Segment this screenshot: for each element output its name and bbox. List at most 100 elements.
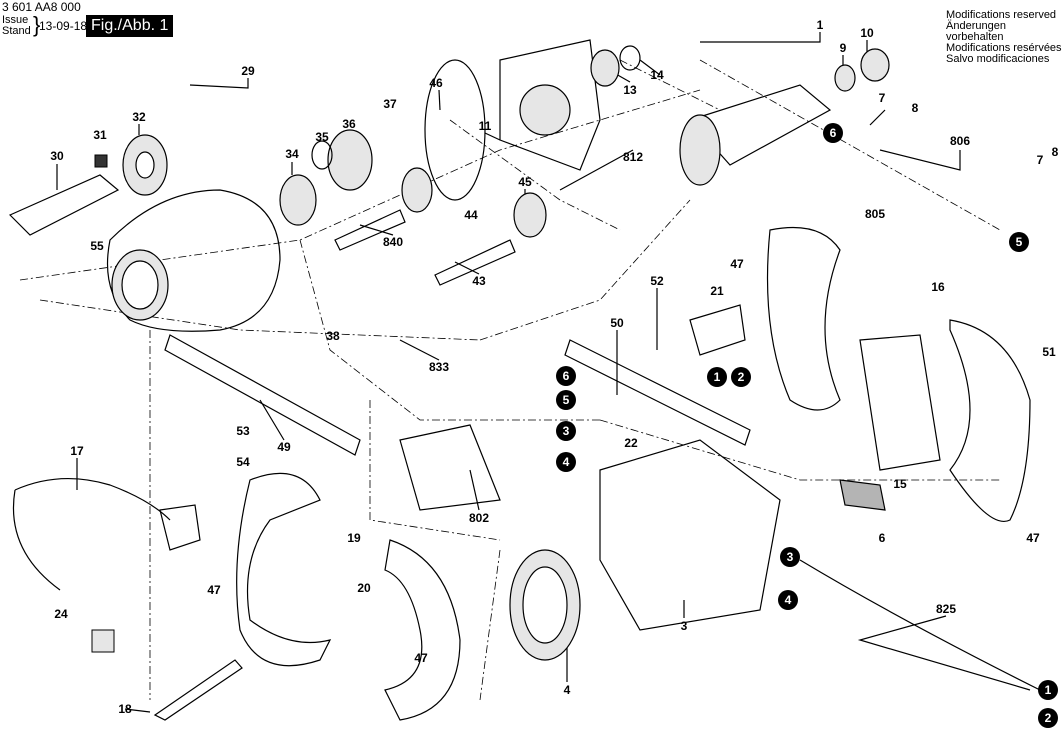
circled-callout-5: 5 <box>1009 232 1029 252</box>
callout-6: 6 <box>878 531 886 545</box>
modifications-notice: Modifications reserved Änderungen vorbeh… <box>946 10 1064 65</box>
callout-16: 16 <box>931 280 945 294</box>
circled-callout-3: 3 <box>780 547 800 567</box>
gear-housing-icon <box>107 189 281 332</box>
callout-19: 19 <box>347 531 361 545</box>
circled-callout-1: 1 <box>707 367 727 387</box>
leader-line <box>639 59 661 76</box>
circled-callout-6: 6 <box>556 366 576 386</box>
callout-46: 46 <box>429 76 443 90</box>
callout-9: 9 <box>839 41 847 55</box>
bearing-bore-icon <box>135 151 155 179</box>
leader-line <box>869 109 886 126</box>
callout-47: 47 <box>1026 531 1040 545</box>
bearing-9-icon <box>834 64 856 92</box>
leader-line <box>124 708 151 713</box>
stator-802-icon <box>399 424 501 511</box>
notice-line: Modifications reserved <box>946 9 1057 21</box>
shaft-43-icon <box>434 239 516 286</box>
housing-bore-icon <box>121 260 159 310</box>
callout-18: 18 <box>118 702 132 716</box>
callout-24: 24 <box>54 607 68 621</box>
callout-17: 17 <box>70 444 84 458</box>
callout-10: 10 <box>860 26 874 40</box>
motor-cover-15-icon <box>859 334 941 471</box>
callout-52: 52 <box>650 274 664 288</box>
leader-line <box>879 149 961 171</box>
gear-840-icon <box>401 167 433 213</box>
issue-date: 13-09-18 <box>39 19 88 33</box>
assembly-line <box>449 119 621 231</box>
callout-47: 47 <box>414 651 428 665</box>
circled-callout-6: 6 <box>823 123 843 143</box>
callout-1: 1 <box>816 18 824 32</box>
ring-bore-icon <box>522 566 568 644</box>
stand-text: Stand <box>2 25 31 37</box>
ring-35-icon <box>311 140 333 170</box>
callout-47: 47 <box>730 257 744 271</box>
callout-51: 51 <box>1042 345 1056 359</box>
callout-15: 15 <box>893 477 907 491</box>
callout-14: 14 <box>650 68 664 82</box>
assembly-line <box>619 59 721 111</box>
connector-24-icon <box>91 629 115 653</box>
callout-43: 43 <box>472 274 486 288</box>
callout-32: 32 <box>132 110 146 124</box>
callout-49: 49 <box>277 440 291 454</box>
circlip-14-icon <box>619 45 641 71</box>
brace: } <box>33 12 41 37</box>
bearing-plate-812-icon <box>499 39 601 171</box>
gear-45-icon <box>513 192 547 238</box>
leader-line <box>700 32 821 43</box>
handle-47-right-icon <box>766 226 841 411</box>
leader-line <box>399 339 440 361</box>
callout-805: 805 <box>864 207 886 221</box>
fan-icon <box>679 114 721 186</box>
tube-50-icon <box>564 339 751 446</box>
leader-line <box>189 78 249 89</box>
tube-49-icon <box>164 334 361 456</box>
callout-840: 840 <box>382 235 404 249</box>
callout-22: 22 <box>624 436 638 450</box>
figure-badge: Fig./Abb. 1 <box>86 15 174 37</box>
callout-20: 20 <box>357 581 371 595</box>
callout-825: 825 <box>935 602 957 616</box>
issue-text: Issue <box>2 14 29 26</box>
circled-callout-5: 5 <box>556 390 576 410</box>
o-ring-46-icon <box>424 59 486 201</box>
assembly-line <box>369 400 501 541</box>
callout-29: 29 <box>241 64 255 78</box>
spindle-30-icon <box>8 174 120 236</box>
cable-825-icon <box>799 559 1041 691</box>
callout-802: 802 <box>468 511 490 525</box>
notice-line: Modifications resérvées <box>946 42 1062 54</box>
callout-21: 21 <box>710 284 724 298</box>
handle-47-left-icon <box>236 472 332 667</box>
leader-line <box>484 132 501 141</box>
assembly-line <box>699 59 1001 231</box>
callout-8: 8 <box>1051 145 1059 159</box>
callout-37: 37 <box>383 97 397 111</box>
callout-4: 4 <box>563 683 571 697</box>
switch-21-icon <box>689 304 746 356</box>
leader-line <box>359 224 394 236</box>
callout-833: 833 <box>428 360 450 374</box>
plate-6-icon <box>839 479 886 511</box>
callout-50: 50 <box>610 316 624 330</box>
callout-8: 8 <box>911 101 919 115</box>
bearing-13-icon <box>590 49 620 87</box>
circled-callout-4: 4 <box>778 590 798 610</box>
motor-housing-3-icon <box>599 439 781 631</box>
assembly-line <box>599 419 1000 481</box>
plug-icon <box>159 504 201 551</box>
circled-callout-1: 1 <box>1038 680 1058 700</box>
assembly-line <box>479 199 691 341</box>
leader-line <box>438 89 441 111</box>
callout-30: 30 <box>50 149 64 163</box>
side-handle-18-icon <box>153 659 243 721</box>
notice-line: Änderungen vorbehalten <box>946 20 1006 43</box>
assembly-line <box>299 239 600 421</box>
bearing-10-icon <box>860 48 890 82</box>
